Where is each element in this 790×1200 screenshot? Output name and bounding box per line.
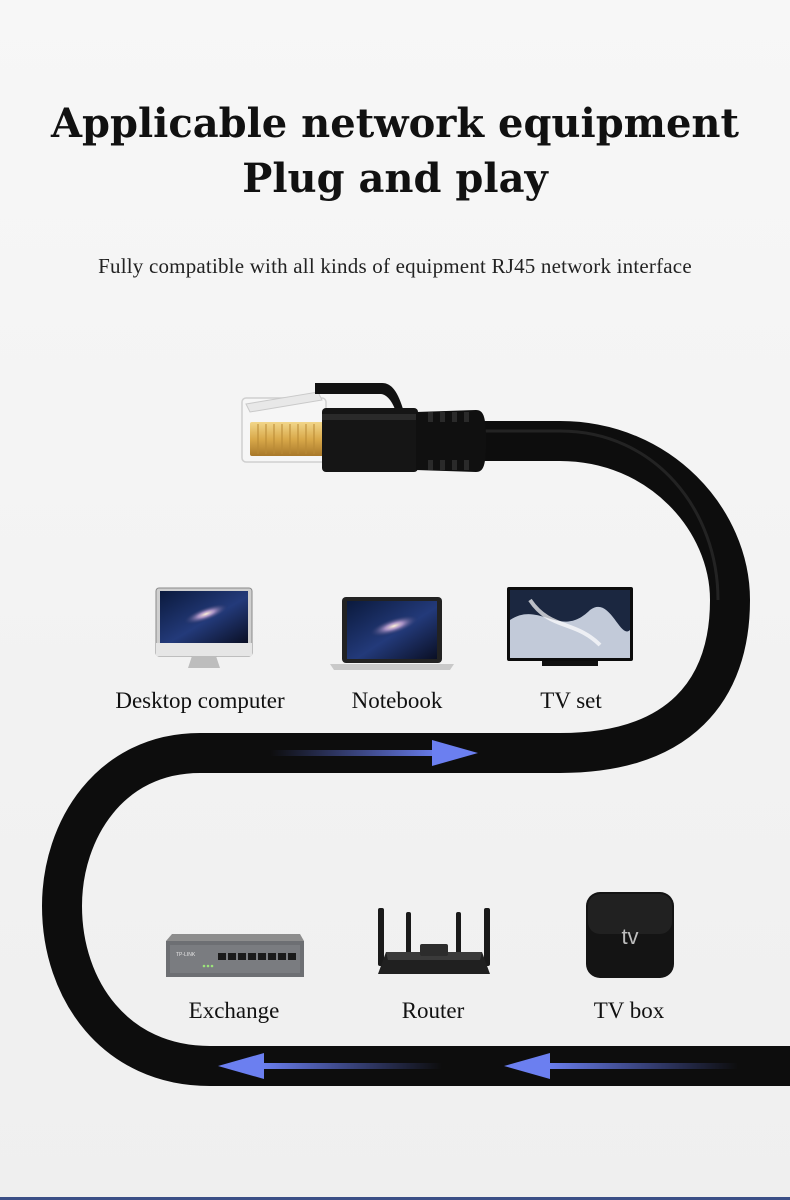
device-label-tv-box: TV box — [593, 998, 665, 1023]
device-label-notebook: Notebook — [351, 688, 443, 713]
page-title-line-2: Plug and play — [242, 155, 548, 202]
tv-set-icon — [507, 587, 633, 666]
data-flow-arrow-right — [270, 740, 478, 766]
device-label-exchange: Exchange — [188, 998, 280, 1023]
bottom-accent-rule — [0, 1197, 790, 1200]
router-icon — [378, 908, 490, 974]
device-label-router: Router — [401, 998, 465, 1023]
desktop-computer-icon — [155, 587, 253, 668]
data-flow-arrow-left — [218, 1053, 442, 1079]
rj45-connector-icon — [241, 383, 486, 472]
page-title-line-1: Applicable network equipment — [50, 100, 739, 147]
page-subtitle: Fully compatible with all kinds of equip… — [98, 254, 692, 278]
device-label-desktop-computer: Desktop computer — [115, 688, 285, 713]
switch-brand-logo: TP-LINK — [176, 952, 196, 958]
switch-icon: TP-LINK — [166, 934, 304, 977]
device-label-tv-set: TV set — [540, 688, 602, 713]
tv-box-logo: tv — [621, 924, 638, 949]
tv-box-icon: tv — [586, 892, 674, 978]
data-flow-arrow-left-2 — [504, 1053, 738, 1079]
notebook-icon — [330, 597, 454, 670]
ethernet-cable — [42, 421, 790, 1086]
